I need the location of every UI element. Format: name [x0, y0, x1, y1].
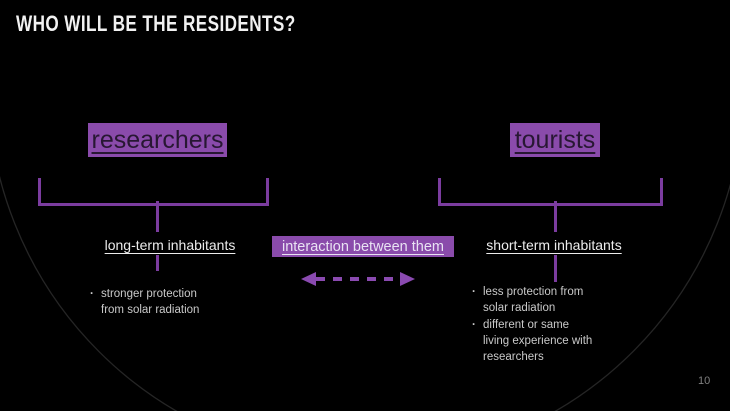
left-bullet-list: stronger protection from solar radiation	[88, 286, 208, 319]
interaction-label: interaction between them	[272, 236, 454, 257]
left-bracket	[38, 178, 269, 206]
left-bracket-stem	[156, 201, 159, 232]
short-term-inhabitants-label: short-term inhabitants	[486, 237, 622, 253]
right-bracket-stem	[554, 201, 557, 232]
researchers-heading: researchers	[88, 123, 227, 157]
bullet-item: less protection from solar radiation	[470, 284, 594, 316]
right-bullet-list: less protection from solar radiation dif…	[470, 284, 594, 366]
long-term-inhabitants-label: long-term inhabitants	[104, 237, 236, 253]
tourists-heading: tourists	[510, 123, 600, 157]
page-number: 10	[698, 375, 711, 387]
right-bracket	[438, 178, 663, 206]
bullet-item: stronger protection from solar radiation	[88, 286, 208, 318]
left-label-connector	[156, 255, 159, 271]
bullet-item: different or same living experience with…	[470, 317, 594, 365]
right-label-connector	[554, 255, 557, 282]
dashed-double-arrow-icon	[301, 272, 415, 286]
slide-title: WHO WILL BE THE RESIDENTS?	[16, 11, 296, 36]
